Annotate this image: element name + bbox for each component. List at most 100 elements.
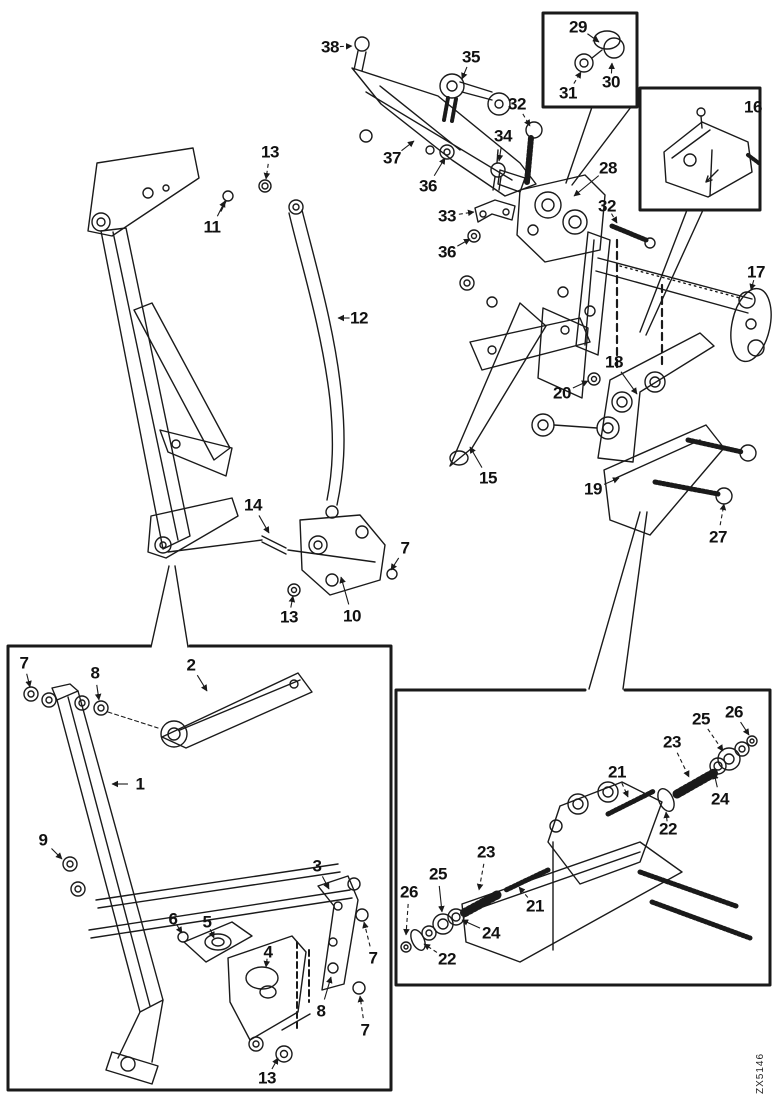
leader-line-36 — [433, 157, 446, 177]
part-callout-12: 12 — [350, 308, 368, 328]
leader-line-9 — [51, 848, 63, 860]
part-callout-24: 24 — [711, 789, 729, 809]
part-callout-18: 18 — [605, 352, 623, 372]
leader-line-32 — [522, 113, 531, 127]
leader-line-4 — [263, 958, 271, 968]
leader-line-10 — [339, 576, 350, 605]
leader-line-8 — [94, 684, 102, 701]
leader-line-7 — [25, 673, 32, 688]
leader-line-19 — [603, 477, 620, 485]
leader-line-36 — [457, 238, 471, 247]
leader-line-8 — [323, 976, 333, 1000]
inset-box-fitting-art — [541, 11, 639, 186]
part-callout-27: 27 — [709, 527, 727, 547]
part-callout-14: 14 — [244, 495, 262, 515]
part-callout-13: 13 — [261, 142, 279, 162]
leader-line-21 — [518, 886, 529, 898]
part-callout-31: 31 — [559, 83, 577, 103]
part-callout-11: 11 — [203, 217, 221, 237]
leader-line-25 — [438, 885, 445, 913]
part-callout-24: 24 — [482, 923, 500, 943]
part-callout-21: 21 — [608, 762, 626, 782]
part-callout-22: 22 — [438, 949, 456, 969]
leader-line-3 — [321, 876, 330, 890]
part-callout-23: 23 — [477, 842, 495, 862]
part-callout-4: 4 — [263, 942, 273, 962]
link-rod-and-bellcrank-art — [167, 199, 398, 597]
part-callout-23: 23 — [663, 732, 681, 752]
part-callout-36: 36 — [438, 242, 456, 262]
part-callout-17: 17 — [747, 262, 765, 282]
part-callout-7: 7 — [368, 948, 378, 968]
leader-line-18 — [620, 371, 638, 395]
part-callout-30: 30 — [602, 72, 620, 92]
leader-line-7 — [357, 995, 365, 1019]
part-callout-15: 15 — [479, 468, 497, 488]
leader-line-28 — [573, 175, 600, 197]
leader-line-24 — [461, 919, 481, 929]
part-callout-26: 26 — [400, 882, 418, 902]
part-callout-25: 25 — [692, 709, 710, 729]
part-callout-29: 29 — [569, 17, 587, 37]
leader-line-35 — [461, 66, 468, 80]
inset-box-bracket-art — [638, 86, 762, 336]
part-callout-1: 1 — [135, 774, 145, 794]
leader-line-6 — [175, 925, 183, 934]
leader-line-5 — [208, 928, 215, 939]
part-callout-8: 8 — [90, 663, 100, 683]
leader-line-38 — [339, 42, 353, 50]
leader-line-2 — [196, 674, 208, 692]
leader-line-23 — [476, 863, 485, 891]
part-callout-16: 16 — [744, 97, 762, 117]
part-callout-37: 37 — [383, 148, 401, 168]
part-callout-8: 8 — [316, 1001, 326, 1021]
leader-line-20 — [572, 380, 589, 389]
part-callout-2: 2 — [186, 655, 196, 675]
part-callout-9: 9 — [38, 830, 48, 850]
part-callout-32: 32 — [508, 94, 526, 114]
part-callout-20: 20 — [553, 383, 571, 403]
part-callout-7: 7 — [19, 653, 29, 673]
leader-line-13 — [263, 163, 271, 180]
part-callout-7: 7 — [400, 538, 410, 558]
loader-frame-art — [87, 147, 272, 559]
leader-line-33 — [458, 209, 475, 217]
part-callout-32: 32 — [598, 196, 616, 216]
leader-line-26 — [740, 721, 750, 736]
leader-line-22 — [663, 811, 670, 822]
part-callout-13: 13 — [280, 607, 298, 627]
part-callout-35: 35 — [462, 47, 480, 67]
leader-line-24 — [712, 772, 719, 788]
leader-line-31 — [573, 71, 582, 84]
part-callout-28: 28 — [599, 158, 617, 178]
leader-line-23 — [676, 752, 690, 778]
part-callout-38: 38 — [321, 37, 339, 57]
part-callout-10: 10 — [343, 606, 361, 626]
leader-line-32 — [611, 213, 618, 224]
part-callout-5: 5 — [202, 912, 212, 932]
leader-line-26 — [403, 903, 410, 936]
leader-line-13 — [271, 1057, 279, 1070]
right-inset-box-art — [394, 688, 772, 987]
leader-line-34 — [496, 147, 504, 162]
leader-line-11 — [216, 200, 226, 217]
part-callout-7: 7 — [360, 1020, 370, 1040]
pivot-bracket-art — [531, 332, 757, 690]
leader-line-29 — [587, 33, 600, 43]
leader-line-21 — [621, 782, 629, 798]
diagram-code: ZX5146 — [755, 1052, 766, 1094]
leader-line-14 — [258, 515, 270, 534]
leader-line-15 — [469, 446, 483, 468]
part-callout-34: 34 — [494, 126, 512, 146]
leader-line-7 — [390, 557, 400, 571]
leader-line-13 — [288, 595, 296, 608]
control-rod-and-plate-art — [595, 257, 772, 363]
part-callout-6: 6 — [168, 909, 178, 929]
leader-line-17 — [749, 279, 756, 291]
part-callout-33: 33 — [438, 206, 456, 226]
leader-line-25 — [707, 728, 724, 752]
